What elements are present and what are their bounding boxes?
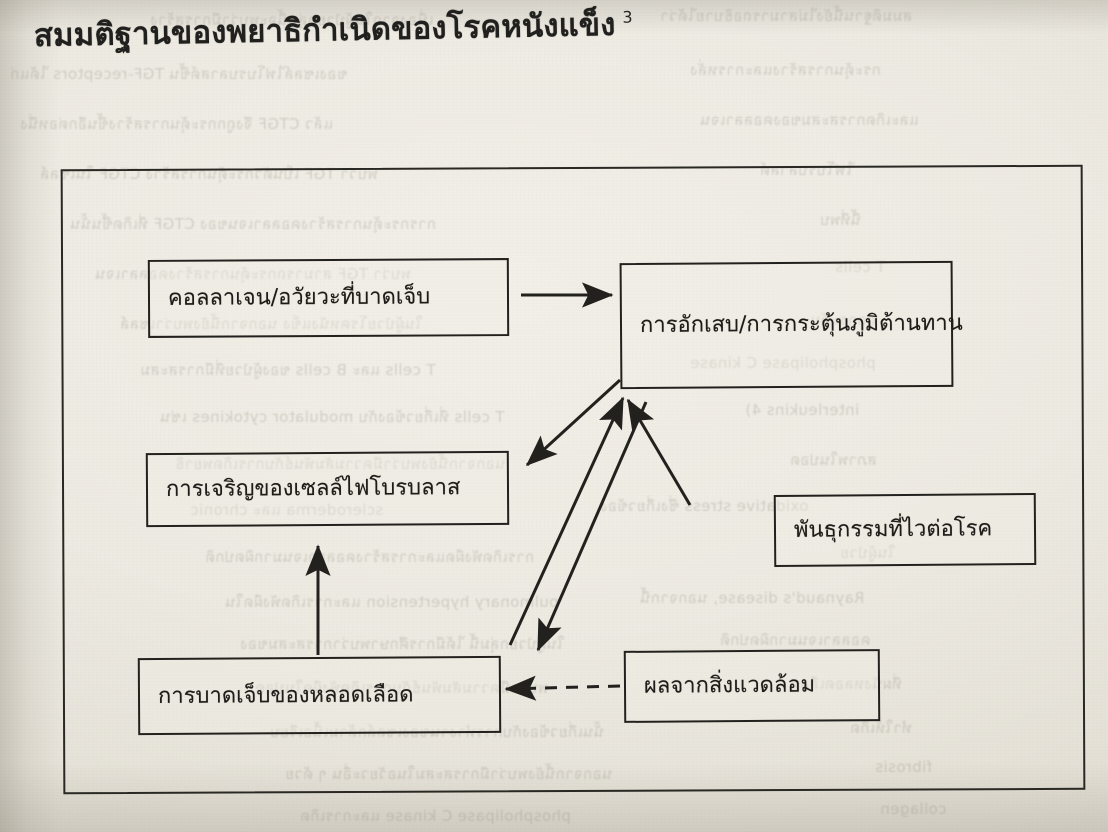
node-vascular-injury[interactable]: การบาดเจ็บของหลอดเลือด (137, 655, 502, 736)
node-environment-label: ผลจากสิ่งแวดล้อม (643, 672, 816, 700)
node-collagen-injured-organ[interactable]: คอลลาเจน/อวัยวะที่บาดเจ็บ (147, 258, 510, 338)
node-inflammation-label: การอักเสบ/การกระตุ้นภูมิต้านทาน (639, 311, 963, 339)
node-genetics-label: พันธุกรรมที่ไวต่อโรค (793, 516, 993, 544)
page-shadow-bottom (0, 762, 1108, 832)
node-genetic-susceptibility[interactable]: พันธุกรรมที่ไวต่อโรค (773, 492, 1037, 568)
node-inflammation-immune-activation[interactable]: การอักเสบ/การกระตุ้นภูมิต้านทาน (619, 260, 963, 390)
node-fibroblast-label: การเจริญของเซลล์ไฟโบรบลาส (165, 475, 461, 503)
title-reference-superscript: 3 (622, 7, 633, 27)
page-shadow-top (0, 0, 1108, 34)
node-fibroblast-proliferation[interactable]: การเจริญของเซลล์ไฟโบรบลาส (145, 450, 510, 528)
node-collagen-label: คอลลาเจน/อวัยวะที่บาดเจ็บ (167, 284, 431, 312)
node-vascular-label: การบาดเจ็บของหลอดเลือด (157, 682, 414, 709)
node-environmental-factors[interactable]: ผลจากสิ่งแวดล้อม (623, 649, 881, 723)
page-shadow-left (0, 0, 60, 832)
